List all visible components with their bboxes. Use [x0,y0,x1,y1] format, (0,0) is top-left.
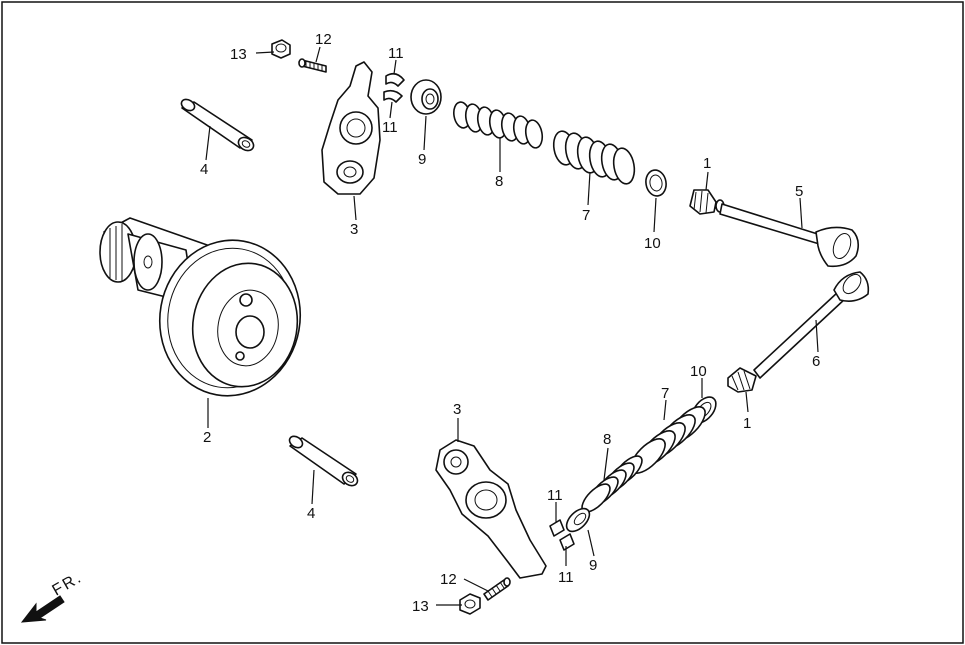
spring-seat-upper [645,169,667,197]
callout-8-lower: 8 [603,431,611,448]
outer-spring-upper [552,130,636,185]
rocker-arm-lower [435,439,547,579]
spring-retainer-upper [410,79,442,115]
nut-lower [459,593,481,615]
callout-5: 5 [795,183,803,200]
callout-labels: 13 12 11 11 4 3 9 8 7 10 1 5 2 6 1 10 7 … [200,31,820,615]
inner-spring-upper [453,101,544,149]
callout-7-lower: 7 [661,385,669,402]
valve-stem-seal-lower [727,367,757,393]
callout-7-upper: 7 [582,207,590,224]
callout-4-lower: 4 [307,505,315,522]
callout-9-lower: 9 [589,557,597,574]
valve-stem-seal-upper [689,189,725,215]
callout-6: 6 [812,353,820,370]
intake-valve [753,271,870,379]
spring-retainer-lower [565,507,591,533]
rocker-arm-upper [321,61,381,195]
callout-4-upper: 4 [200,161,208,178]
callout-2: 2 [203,429,211,446]
valve-keeper-upper [383,72,405,103]
outer-spring-lower [630,406,706,474]
callout-3-lower: 3 [453,401,461,418]
rocker-shaft-upper [180,98,255,152]
callout-1-upper: 1 [703,155,711,172]
callout-11-upper-a: 11 [388,45,404,62]
callout-13-lower: 13 [412,598,429,615]
exhaust-valve [719,203,860,268]
valve-keeper-lower [549,519,575,551]
adjusting-screw-upper [298,58,327,73]
callout-12-lower: 12 [440,571,457,588]
callout-11-upper-b: 11 [382,119,398,136]
callout-12-upper: 12 [315,31,332,48]
front-direction-label: FR. [50,569,86,600]
callout-11-lower-a: 11 [547,487,563,504]
leader-lines [205,46,819,606]
adjusting-screw-lower [483,577,511,601]
callout-10-upper: 10 [644,235,661,252]
front-arrow-icon [20,595,65,623]
callout-1-lower: 1 [743,415,751,432]
rocker-shaft-lower [288,435,359,487]
nut-upper [271,39,291,59]
front-direction-indicator: FR. [20,569,86,623]
callout-13-upper: 13 [230,46,247,63]
callout-9-upper: 9 [418,151,426,168]
camshaft [99,217,302,397]
inner-spring-lower [581,455,643,513]
callout-3-upper: 3 [350,221,358,238]
callout-11-lower-b: 11 [558,569,574,586]
callout-10-lower: 10 [690,363,707,380]
callout-8-upper: 8 [495,173,503,190]
